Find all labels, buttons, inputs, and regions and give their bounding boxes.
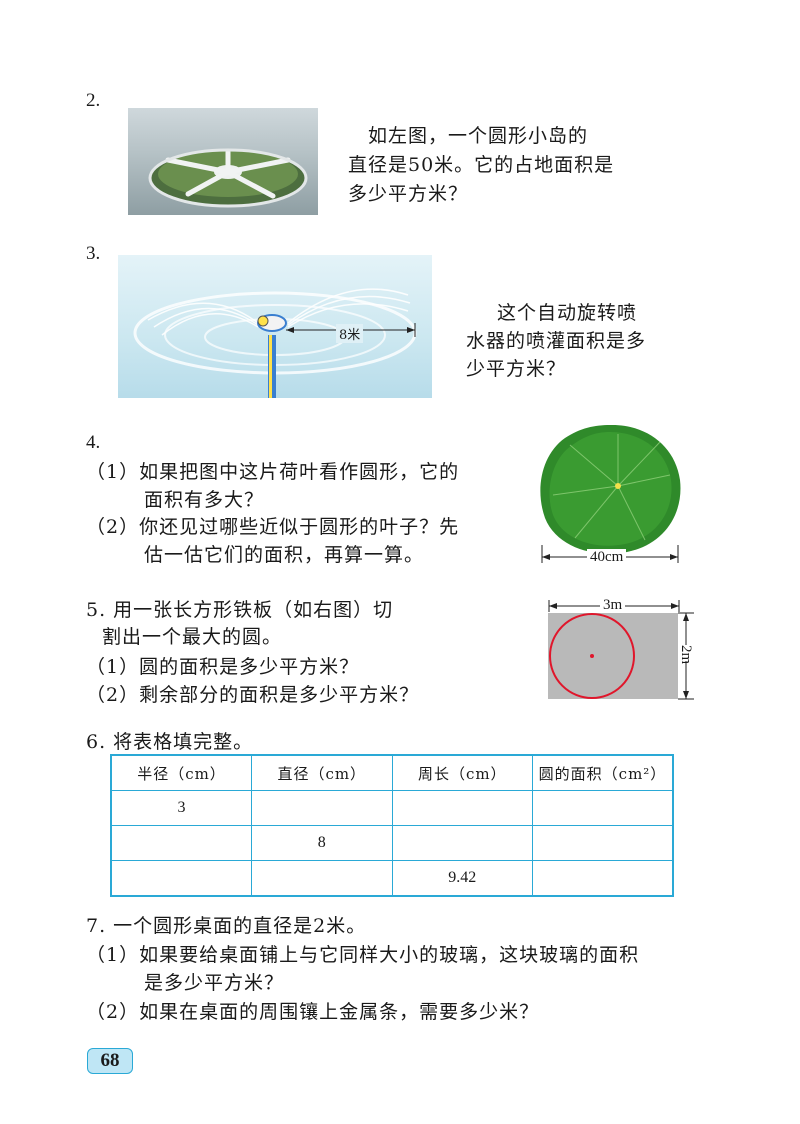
table-cell[interactable] bbox=[251, 860, 393, 897]
problem-3-number: 3. bbox=[86, 243, 101, 264]
problem-3-line-1: 这个自动旋转喷 bbox=[497, 302, 638, 324]
problem-5-line-2: 割出一个最大的圆。 bbox=[102, 626, 283, 648]
table-cell[interactable] bbox=[532, 790, 674, 826]
plate-circle-graphic bbox=[549, 613, 635, 699]
problem-7-line-1: 7. 一个圆形桌面的直径是2米。 bbox=[86, 915, 367, 937]
header-circumference: 周长（cm） bbox=[391, 754, 533, 791]
island-photo bbox=[128, 108, 318, 215]
lotus-leaf-image bbox=[535, 420, 685, 560]
problem-2-line-1: 如左图，一个圆形小岛的 bbox=[368, 125, 589, 147]
problem-4-line-3: （2）你还见过哪些近似于圆形的叶子？先 bbox=[86, 516, 460, 538]
leaf-diameter-label: 40cm bbox=[587, 549, 627, 566]
problem-2-number: 2. bbox=[86, 90, 101, 111]
header-radius: 半径（cm） bbox=[110, 754, 252, 791]
sprinkler-radius-label: 8米 bbox=[336, 324, 364, 343]
table-cell[interactable] bbox=[532, 825, 674, 861]
sprinkler-graphic bbox=[133, 288, 417, 398]
problem-2-line-3: 多少平方米？ bbox=[348, 183, 469, 205]
page-number: 68 bbox=[87, 1048, 133, 1074]
problem-5-line-1: 5. 用一张长方形铁板（如右图）切 bbox=[86, 599, 394, 621]
problem-3-line-2: 水器的喷灌面积是多 bbox=[466, 330, 647, 352]
iron-plate bbox=[548, 613, 678, 699]
problem-7-line-2: （1）如果要给桌面铺上与它同样大小的玻璃，这块玻璃的面积 bbox=[86, 944, 640, 966]
table-cell[interactable] bbox=[532, 860, 674, 897]
plate-width-label: 3m bbox=[600, 598, 626, 613]
circle-table: 半径（cm） 直径（cm） 周长（cm） 圆的面积（cm²） 3 8 9.42 bbox=[110, 754, 674, 897]
lotus-leaf-graphic bbox=[540, 424, 681, 554]
problem-4-line-1: （1）如果把图中这片荷叶看作圆形，它的 bbox=[86, 461, 460, 483]
table-row: 9.42 bbox=[110, 860, 674, 897]
problem-5-line-4: （2）剩余部分的面积是多少平方米？ bbox=[86, 684, 420, 706]
table-cell[interactable] bbox=[391, 790, 533, 826]
table-cell[interactable]: 3 bbox=[110, 790, 252, 826]
table-cell[interactable] bbox=[110, 825, 252, 861]
header-diameter: 直径（cm） bbox=[251, 754, 393, 791]
plate-height-label: 2m bbox=[678, 645, 694, 665]
problem-6-title: 6. 将表格填完整。 bbox=[86, 731, 254, 753]
table-header-row: 半径（cm） 直径（cm） 周长（cm） 圆的面积（cm²） bbox=[110, 754, 674, 791]
problem-7-line-4: （2）如果在桌面的周围镶上金属条，需要多少米？ bbox=[86, 1001, 540, 1023]
problem-4-number: 4. bbox=[86, 432, 101, 453]
problem-4-line-2: 面积有多大？ bbox=[144, 489, 265, 511]
problem-2-line-2: 直径是50米。它的占地面积是 bbox=[348, 154, 615, 176]
problem-3-line-3: 少平方米？ bbox=[466, 358, 567, 380]
problem-7-line-3: 是多少平方米？ bbox=[144, 972, 285, 994]
table-cell[interactable] bbox=[110, 860, 252, 897]
table-cell[interactable]: 9.42 bbox=[391, 860, 533, 897]
island-illustration bbox=[148, 148, 308, 208]
problem-4-line-4: 估一估它们的面积，再算一算。 bbox=[144, 544, 425, 566]
table-row: 8 bbox=[110, 825, 674, 861]
table-cell[interactable] bbox=[391, 825, 533, 861]
table-cell[interactable] bbox=[251, 790, 393, 826]
sprinkler-illustration: 8米 bbox=[118, 255, 432, 398]
table-row: 3 bbox=[110, 790, 674, 826]
problem-5-line-3: （1）圆的面积是多少平方米？ bbox=[86, 656, 360, 678]
header-area: 圆的面积（cm²） bbox=[532, 754, 674, 791]
table-cell[interactable]: 8 bbox=[251, 825, 393, 861]
